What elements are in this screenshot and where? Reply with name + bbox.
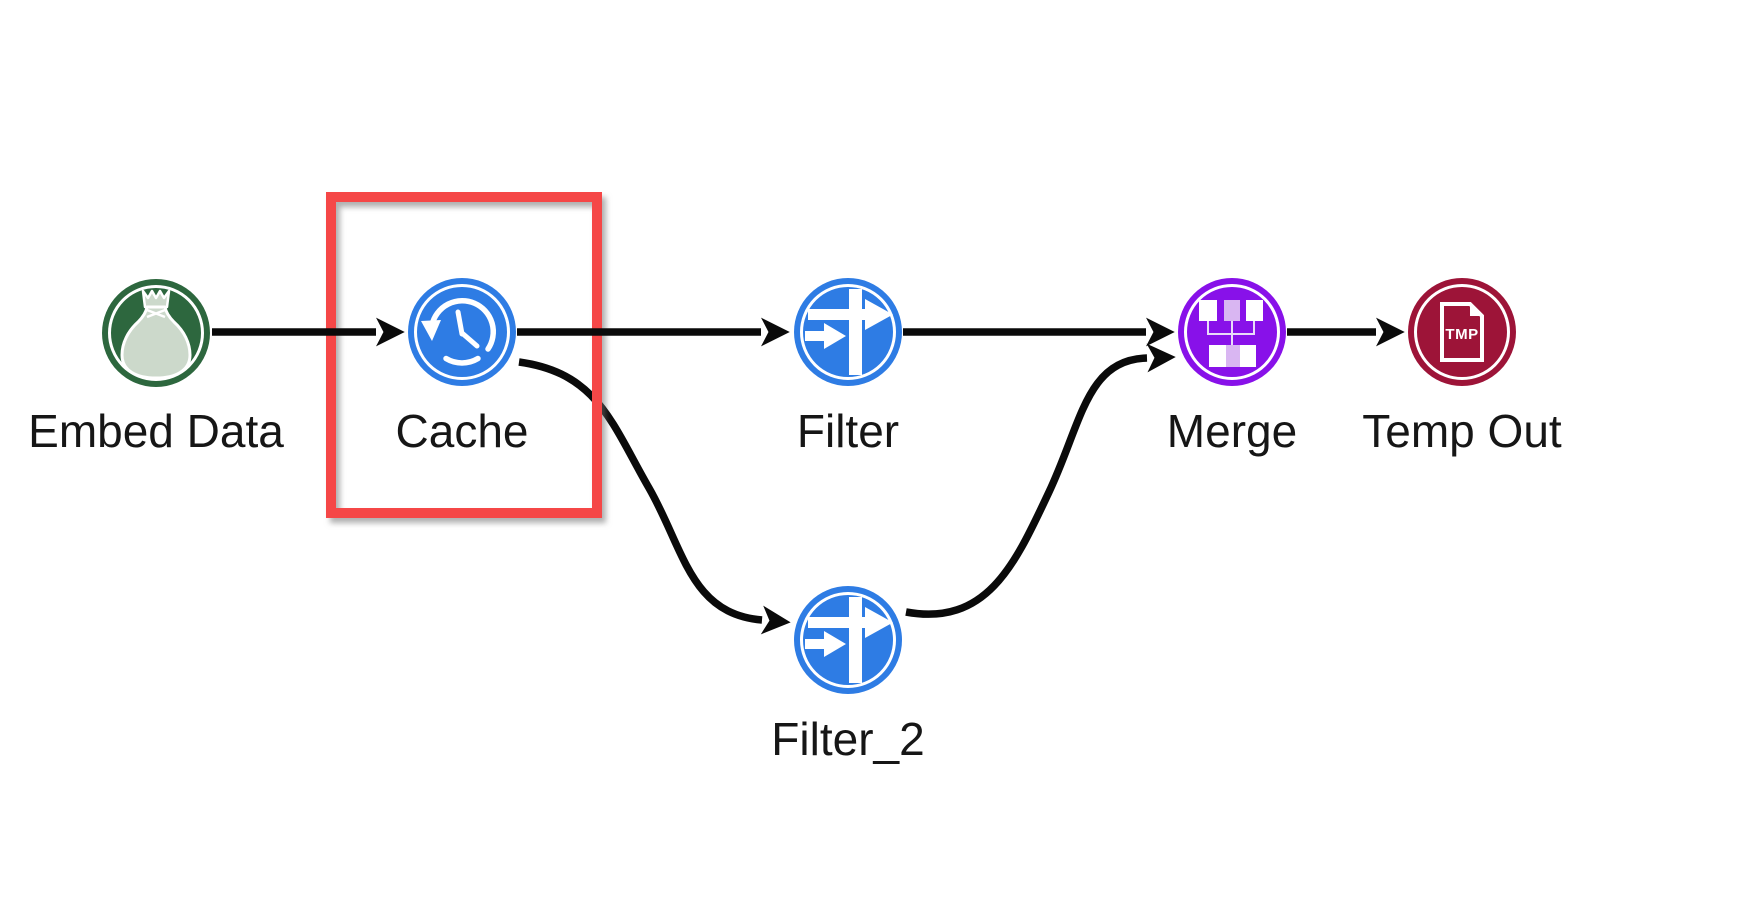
highlight-rectangle-annotation	[326, 192, 602, 518]
filter-long-arrow-head	[865, 299, 893, 330]
merge-top-middle-block	[1224, 300, 1240, 321]
node-filter[interactable]	[794, 278, 902, 386]
node-label-filter-2: Filter_2	[771, 713, 924, 765]
clock-hands	[455, 309, 480, 349]
time-machine-clock-icon	[421, 297, 497, 366]
node-filter-2[interactable]	[794, 586, 902, 694]
money-bag-icon	[120, 289, 192, 380]
node-label-embed-data: Embed Data	[28, 405, 284, 457]
node-ring	[800, 592, 896, 688]
filter-short-arrow-head	[824, 323, 846, 349]
bag-tie	[146, 308, 166, 319]
filter-long-arrow-shaft	[808, 617, 865, 628]
filter-short-arrow-shaft	[805, 639, 826, 649]
clock-arc-main	[429, 297, 497, 352]
merge-connector-lines	[1207, 321, 1255, 345]
merge-blocks-icon	[1199, 300, 1263, 367]
edge-filter2-merge[interactable]	[905, 343, 1176, 618]
merge-top-left-block	[1199, 300, 1217, 321]
clock-arc-bottom	[443, 355, 481, 366]
node-label-filter: Filter	[797, 405, 899, 457]
node-merge[interactable]	[1178, 278, 1286, 386]
tmp-file-badge: TMP	[1445, 326, 1478, 343]
node-ring	[1414, 284, 1510, 380]
filter-split-arrows-icon	[805, 289, 893, 375]
node-ring	[1184, 284, 1280, 380]
filter-split-arrows-icon	[805, 597, 893, 683]
node-temp-out[interactable]: TMP	[1408, 278, 1516, 386]
clock-arrowhead	[421, 320, 441, 341]
tmp-file-outline	[1440, 302, 1484, 362]
filter-long-arrow-shaft	[808, 309, 865, 320]
curved-edges	[518, 343, 1176, 635]
filter-long-arrow-head	[865, 607, 893, 638]
bag-body	[120, 305, 192, 380]
tmp-file-icon: TMP	[1440, 302, 1484, 362]
node-label-cache: Cache	[396, 405, 529, 457]
node-ring	[414, 284, 510, 380]
node-cache[interactable]	[408, 278, 516, 386]
filter-short-arrow-shaft	[805, 331, 826, 341]
node-circle	[1408, 278, 1516, 386]
node-ring	[800, 284, 896, 380]
node-label-merge: Merge	[1167, 405, 1297, 457]
filter-bar-top	[849, 289, 862, 309]
filter-bar-bottom	[849, 628, 862, 683]
node-embed-data[interactable]	[102, 279, 210, 387]
filter-bar-top	[849, 597, 862, 617]
merge-bottom-middle-segment	[1226, 345, 1240, 367]
node-labels: Embed Data Cache Filter Merge Temp Out F…	[28, 405, 1562, 765]
edge-cache-filter2[interactable]	[518, 358, 791, 635]
tmp-file-fold	[1470, 304, 1482, 316]
filter-bar-bottom	[849, 320, 862, 375]
filter-short-arrow-head	[824, 631, 846, 657]
merge-top-right-block	[1246, 300, 1263, 321]
node-label-temp-out: Temp Out	[1362, 405, 1562, 457]
